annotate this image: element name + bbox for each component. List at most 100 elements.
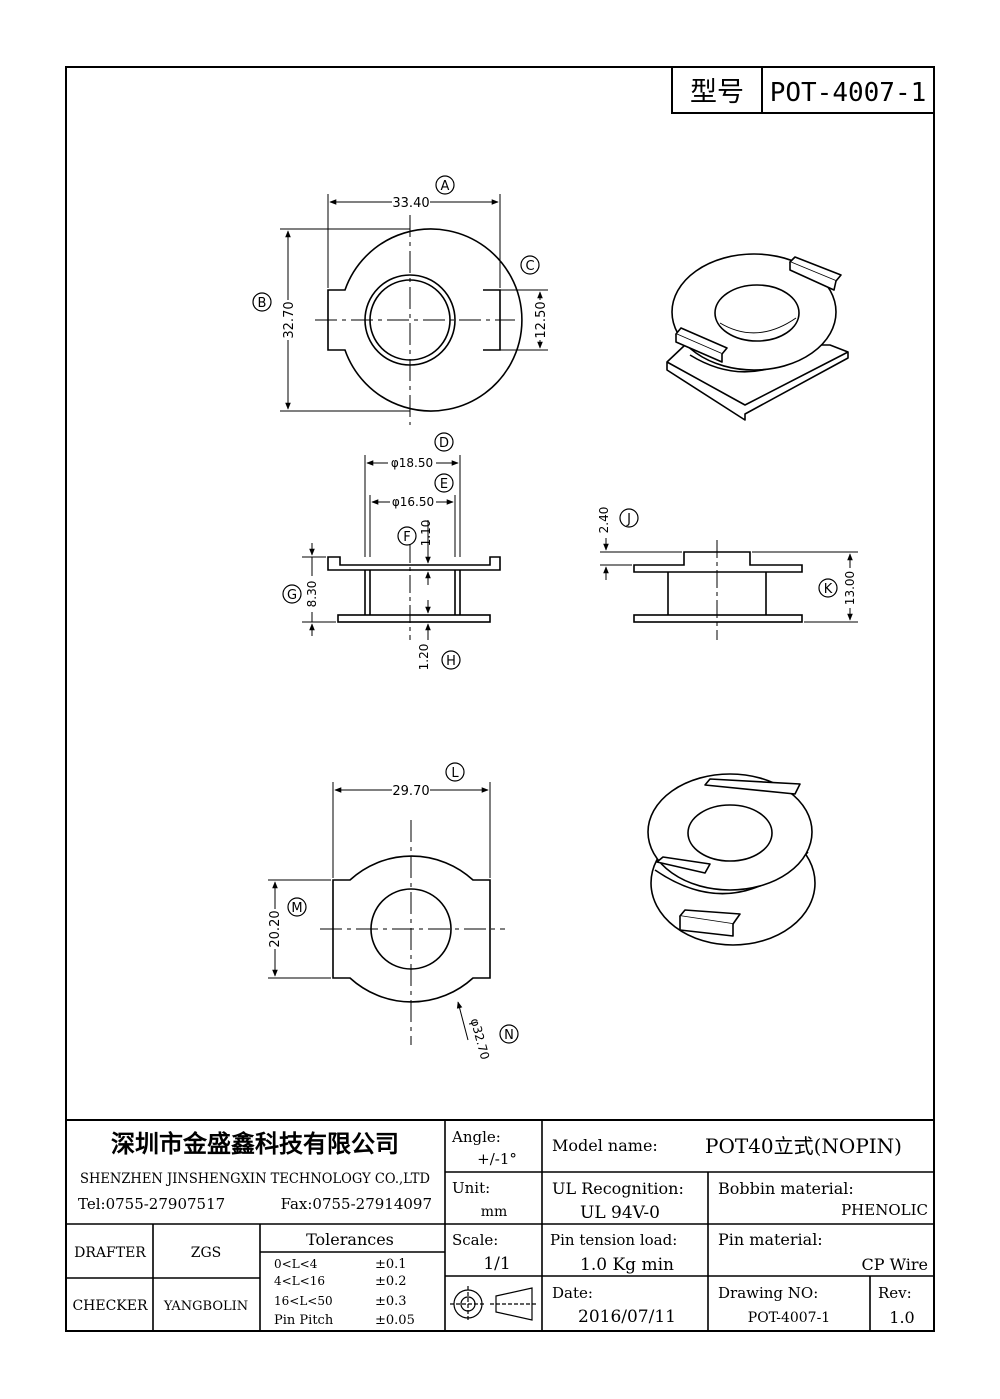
svg-text:D: D [439, 436, 449, 451]
scale-label: Scale: [452, 1231, 498, 1249]
dim-b: 32.70 B [252, 292, 297, 340]
svg-text:29.70: 29.70 [392, 784, 429, 799]
ul-label: UL Recognition: [552, 1179, 684, 1198]
company-name-cn: 深圳市金盛鑫科技有限公司 [111, 1130, 399, 1158]
svg-text:φ32.70: φ32.70 [468, 1017, 492, 1061]
svg-text:A: A [441, 179, 450, 194]
dim-j: 2.40 J [597, 507, 639, 534]
svg-text:φ16.50: φ16.50 [392, 495, 434, 509]
svg-text:M: M [291, 901, 302, 916]
angle-value: +/-1° [477, 1150, 517, 1168]
side-view-dimensions [600, 538, 858, 623]
model-label: 型号 [690, 77, 744, 108]
bottom-view-outline [332, 855, 491, 1003]
iso-view-upper [666, 253, 849, 421]
tolerance-range-4: Pin Pitch [274, 1313, 334, 1328]
iso-upper-bore [714, 284, 800, 342]
scale-value: 1/1 [483, 1254, 510, 1274]
svg-text:E: E [440, 477, 448, 492]
bobbin-material-label: Bobbin material: [718, 1179, 854, 1198]
dim-f: 1.10 F [397, 520, 433, 547]
ul-value: UL 94V-0 [580, 1203, 660, 1223]
sheet-border [65, 66, 935, 1332]
tolerance-range-3: 16<L<50 [274, 1294, 333, 1308]
dim-e: φ16.50 E [390, 473, 454, 509]
dim-g: 8.30 G [282, 576, 319, 612]
svg-text:φ18.50: φ18.50 [391, 456, 433, 470]
top-view-dimensions [280, 194, 548, 412]
tolerance-range-1: 0<L<4 [274, 1257, 318, 1271]
tolerance-value-2: ±0.2 [375, 1274, 407, 1289]
company-fax: Fax:0755-27914097 [281, 1195, 432, 1213]
tolerance-value-4: ±0.05 [375, 1313, 415, 1328]
dim-h: 1.20 H [417, 644, 461, 671]
drafter-value: ZGS [191, 1245, 222, 1261]
pin-tension-label: Pin tension load: [550, 1231, 677, 1249]
company-name-en: SHENZHEN JINSHENGXIN TECHNOLOGY CO.,LTD [80, 1171, 430, 1187]
svg-text:32.70: 32.70 [282, 301, 297, 338]
tolerances-title: Tolerances [306, 1230, 394, 1249]
front-view-upper-flange [327, 556, 501, 571]
svg-text:33.40: 33.40 [392, 196, 429, 211]
iso-lower-tab-bottom [679, 909, 741, 925]
svg-text:13.00: 13.00 [843, 571, 857, 605]
model-name-value: POT40立式(NOPIN) [705, 1134, 902, 1158]
front-view [327, 545, 501, 640]
side-view [633, 540, 803, 640]
svg-text:2.40: 2.40 [597, 507, 611, 534]
iso-view-lower [647, 773, 816, 946]
bobbin-material-value: PHENOLIC [841, 1201, 928, 1219]
rev-value: 1.0 [889, 1308, 914, 1327]
side-view-lower-flange [633, 614, 803, 623]
svg-text:L: L [451, 766, 459, 781]
pin-material-label: Pin material: [718, 1230, 823, 1249]
dim-c: 12.50 C [520, 255, 549, 340]
svg-text:8.30: 8.30 [305, 581, 319, 608]
svg-text:H: H [446, 654, 456, 669]
pin-tension-value: 1.0 Kg min [580, 1255, 674, 1275]
company-tel: Tel:0755-27907517 [78, 1195, 225, 1213]
model-name-label: Model name: [552, 1136, 658, 1155]
rev-label: Rev: [878, 1284, 912, 1302]
drafter-label: DRAFTER [74, 1245, 146, 1261]
top-view-outline [327, 228, 523, 412]
svg-text:G: G [287, 588, 297, 603]
svg-text:20.20: 20.20 [268, 910, 283, 947]
date-value: 2016/07/11 [578, 1307, 676, 1327]
front-view-lower-flange [337, 614, 491, 623]
svg-text:B: B [258, 296, 267, 311]
dim-m: 20.20 M [268, 897, 307, 949]
angle-label: Angle: [451, 1128, 501, 1146]
side-view-upper [633, 551, 803, 573]
projection-symbol-icon [450, 1286, 538, 1322]
drawing-no-label: Drawing NO: [718, 1284, 818, 1302]
tolerance-value-3: ±0.3 [375, 1294, 407, 1309]
svg-text:1.10: 1.10 [419, 520, 433, 547]
svg-text:F: F [403, 530, 410, 545]
dim-k: 13.00 K [818, 568, 857, 608]
iso-lower-bore [687, 804, 773, 862]
date-label: Date: [552, 1284, 593, 1302]
svg-text:12.50: 12.50 [534, 301, 549, 338]
pin-material-value: CP Wire [862, 1255, 929, 1274]
bottom-view [320, 820, 505, 1045]
dim-a: 33.40 A [392, 175, 455, 211]
checker-label: CHECKER [72, 1298, 148, 1314]
svg-text:K: K [824, 582, 833, 597]
svg-text:C: C [525, 259, 534, 274]
svg-text:1.20: 1.20 [417, 644, 431, 671]
dim-n: φ32.70 N [468, 1017, 519, 1061]
unit-value: mm [481, 1204, 508, 1220]
iso-lower-tab-top [704, 778, 801, 795]
tolerance-range-2: 4<L<16 [274, 1274, 325, 1288]
model-number: POT-4007-1 [770, 78, 927, 108]
unit-label: Unit: [452, 1179, 490, 1197]
dim-l: 29.70 L [392, 762, 465, 799]
top-view [315, 215, 523, 425]
iso-upper-tab-right [789, 256, 842, 282]
svg-text:N: N [504, 1028, 514, 1043]
iso-lower-tab-left [656, 856, 711, 874]
title-block-grid [66, 1119, 934, 1331]
tolerance-value-1: ±0.1 [375, 1257, 407, 1272]
